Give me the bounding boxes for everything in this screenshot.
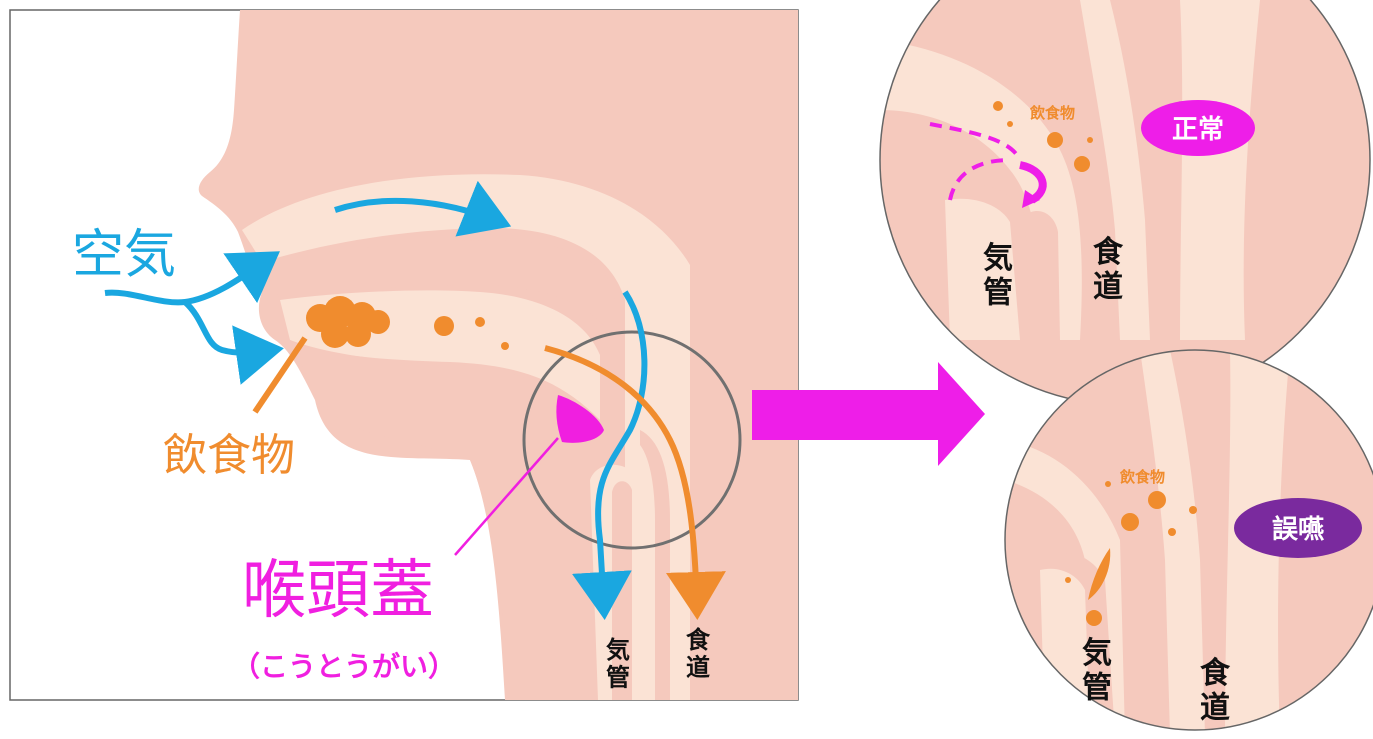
normal-esophagus-label: 食道 [1093, 235, 1124, 305]
food-label: 飲食物 [163, 430, 295, 481]
food-particle [475, 317, 485, 327]
normal-badge-label: 正常 [1172, 115, 1224, 145]
air-label: 空気 [72, 225, 176, 285]
normal-food-label: 飲食物 [1029, 104, 1075, 122]
esophagus-label: 食道 [686, 626, 711, 682]
aspiration-esophagus-label: 食道 [1200, 656, 1231, 726]
epiglottis-label: 喉頭蓋 [242, 554, 434, 628]
aspiration-trachea-label: 気管 [1082, 636, 1112, 706]
epiglottis-reading-label: （こうとうがい） [232, 650, 456, 683]
normal-trachea-label: 気管 [983, 241, 1013, 311]
trachea-label: 気管 [606, 636, 630, 692]
food-particle [434, 316, 454, 336]
aspiration-badge-label: 誤嚥 [1272, 514, 1324, 545]
food-particle [501, 342, 509, 350]
normal-view: 飲食物 正常 気管 食道 [880, 0, 1370, 405]
aspiration-food-label: 飲食物 [1119, 468, 1165, 486]
aspiration-view: 飲食物 誤嚥 気管 食道 [1005, 350, 1373, 735]
main-panel: 空気 飲食物 喉頭蓋 （こうとうがい） 気管 食道 [10, 10, 798, 700]
